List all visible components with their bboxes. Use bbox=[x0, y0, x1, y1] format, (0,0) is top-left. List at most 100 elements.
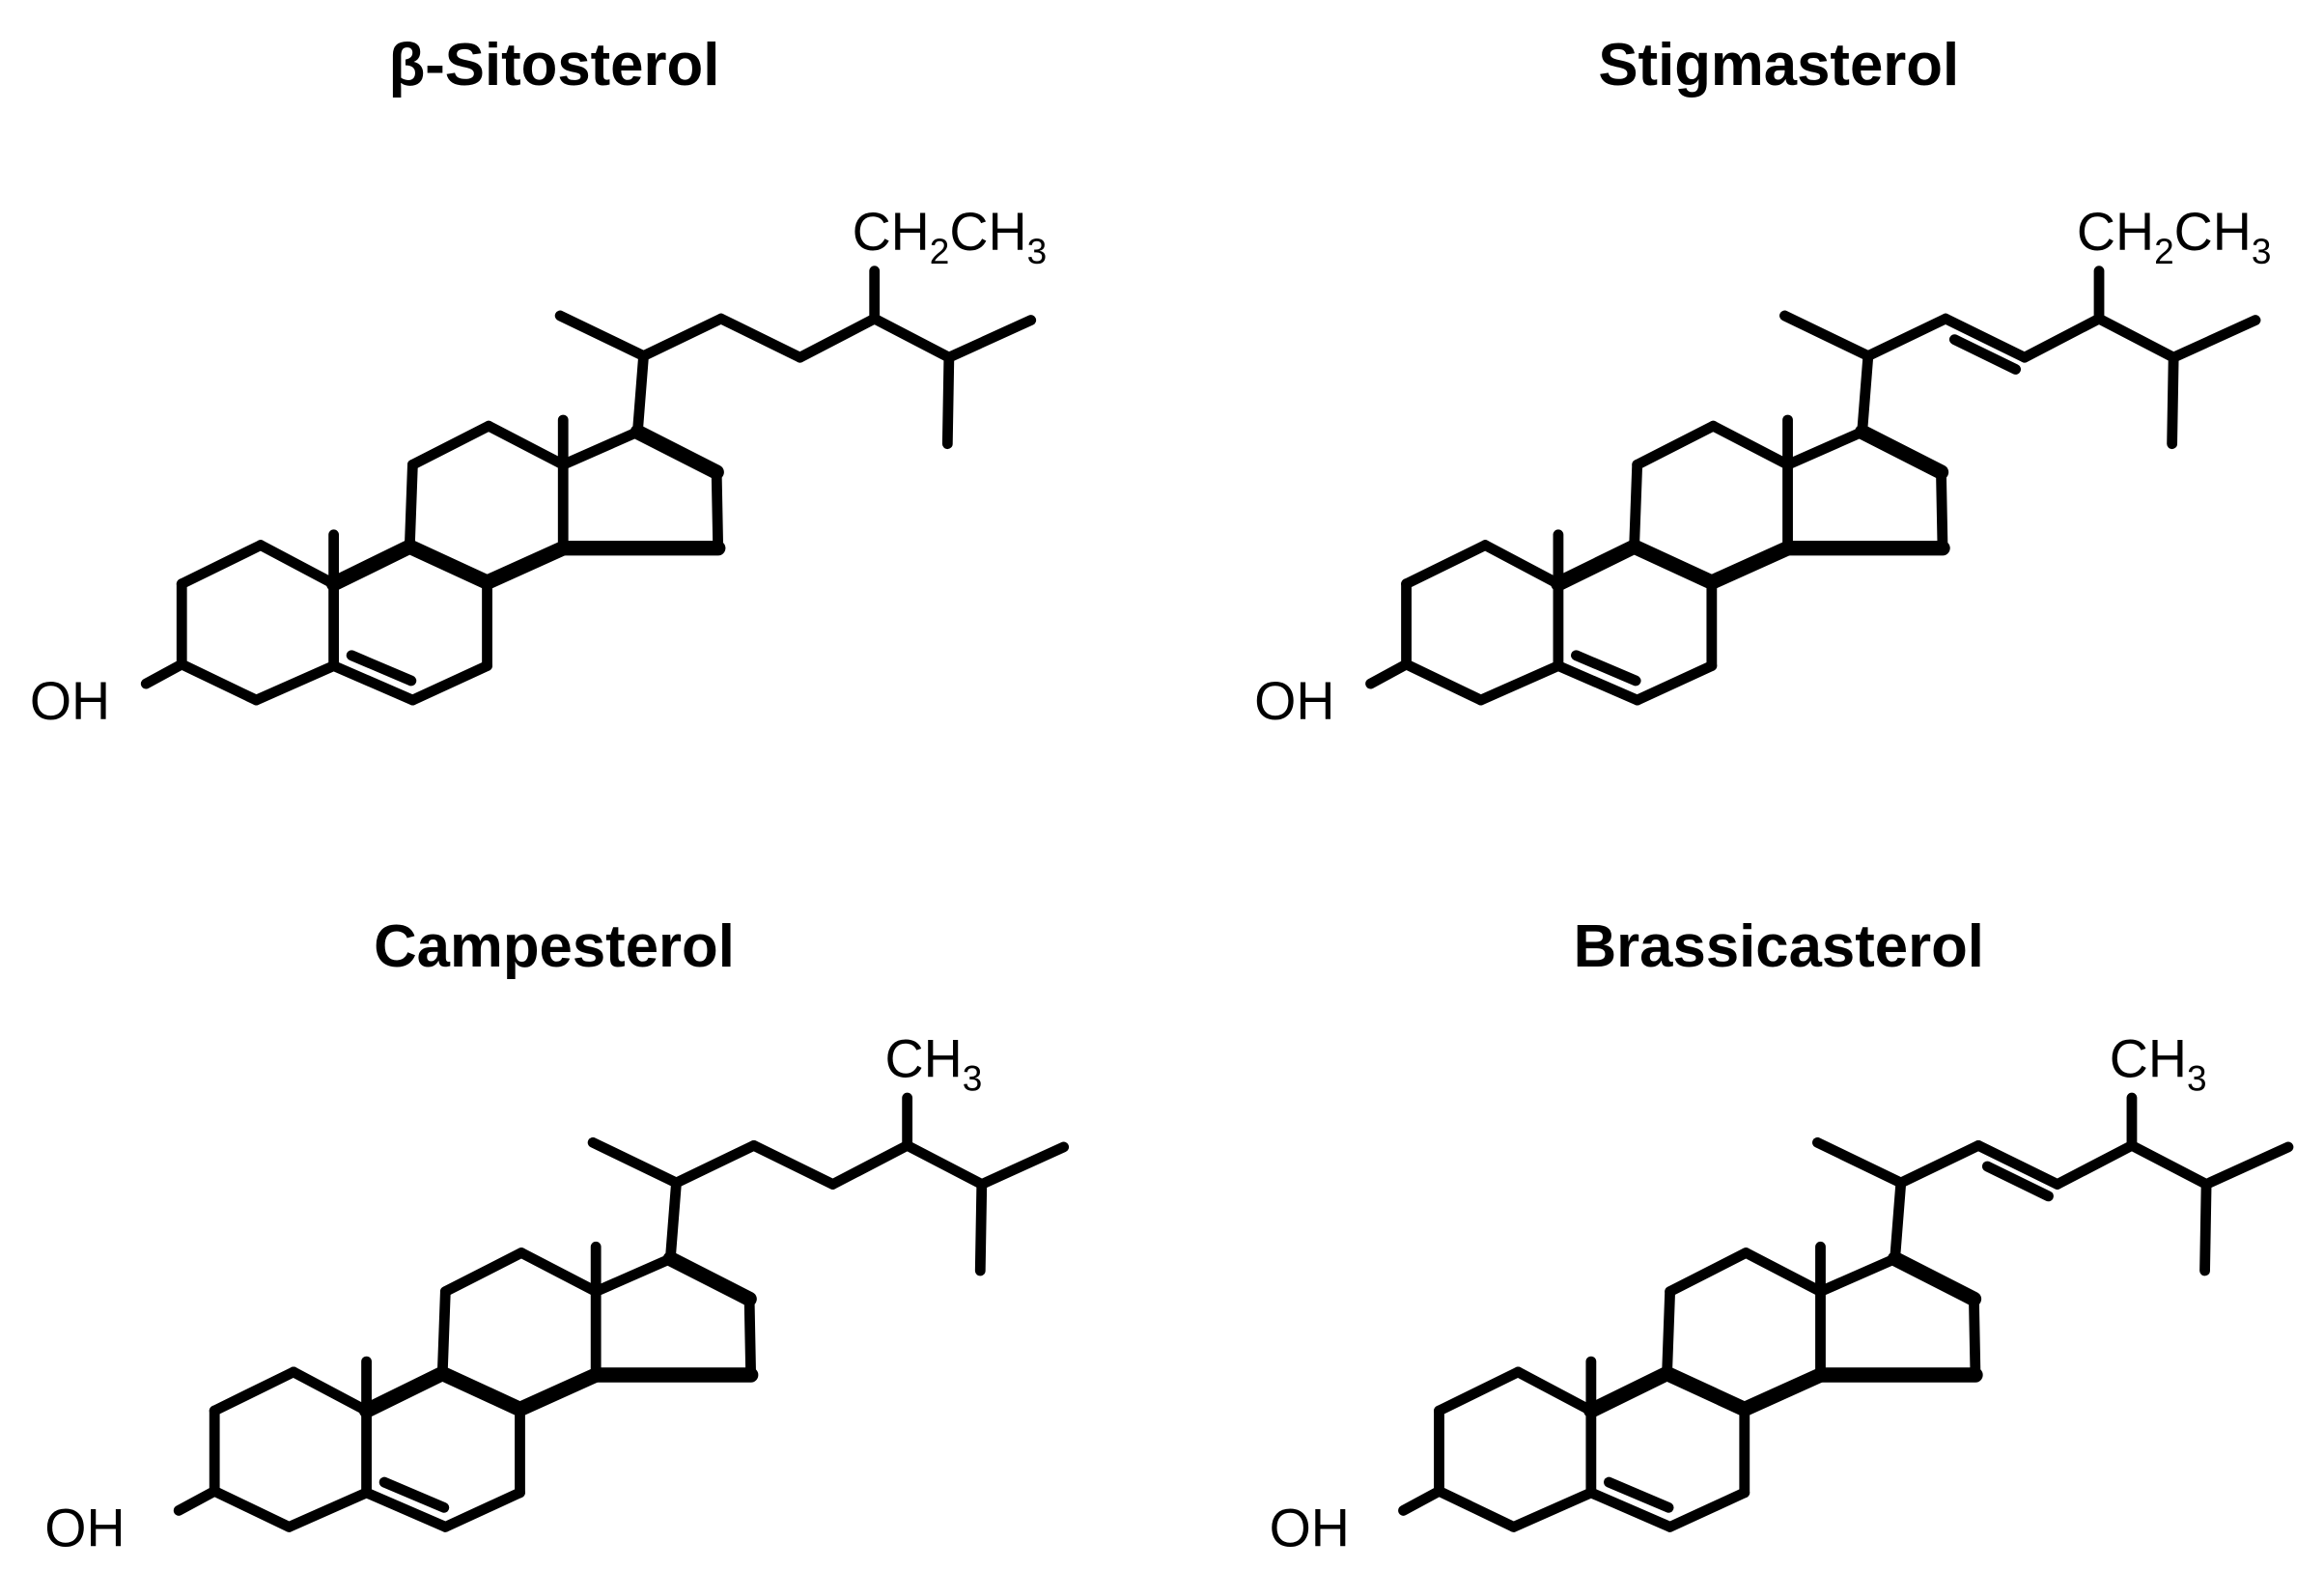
side-chain bbox=[554, 266, 1037, 450]
bond bbox=[402, 539, 495, 590]
bond bbox=[1973, 1139, 2063, 1190]
bond bbox=[743, 1293, 757, 1381]
substituent-label: CH3 bbox=[885, 1028, 983, 1098]
bond bbox=[283, 1487, 372, 1532]
bond bbox=[974, 1179, 988, 1276]
substituent-label: CH2CH3 bbox=[853, 202, 1048, 271]
bond bbox=[1854, 424, 1949, 480]
bond bbox=[795, 313, 881, 363]
molecule-title: Stigmasterol bbox=[1598, 32, 1959, 98]
molecule-title: Brassicasterol bbox=[1574, 913, 1984, 980]
bond bbox=[1895, 1139, 1984, 1189]
steroid-skeleton bbox=[1398, 1241, 1983, 1532]
bond bbox=[2126, 1139, 2212, 1190]
bond bbox=[361, 1487, 451, 1532]
bond bbox=[516, 1248, 602, 1298]
bond bbox=[1969, 1293, 1981, 1381]
bond bbox=[434, 1365, 528, 1417]
bond bbox=[2019, 313, 2105, 363]
side-chain bbox=[587, 1092, 1070, 1276]
bond bbox=[1632, 420, 1719, 470]
bond bbox=[1475, 660, 1564, 706]
bond bbox=[1508, 1487, 1597, 1532]
bond bbox=[2199, 1179, 2212, 1276]
bond bbox=[1665, 1487, 1750, 1532]
bond bbox=[1737, 1367, 1829, 1417]
bond bbox=[404, 459, 418, 552]
bond bbox=[1811, 1136, 1907, 1189]
bond bbox=[1479, 540, 1564, 590]
bond bbox=[631, 350, 649, 437]
bond bbox=[1551, 539, 1642, 592]
bond bbox=[590, 1253, 676, 1298]
bond bbox=[1662, 1286, 1676, 1379]
bond bbox=[715, 313, 805, 363]
bond bbox=[2167, 351, 2179, 450]
bond bbox=[1401, 540, 1491, 590]
substituent-label: CH2CH3 bbox=[2077, 202, 2272, 271]
bond bbox=[1665, 1248, 1751, 1298]
bond bbox=[358, 1365, 450, 1418]
bond bbox=[1434, 1366, 1524, 1416]
bond bbox=[1571, 650, 1641, 687]
bond bbox=[140, 659, 187, 689]
bond bbox=[664, 1177, 682, 1265]
steroid-skeleton bbox=[140, 414, 726, 706]
bond bbox=[554, 310, 649, 362]
bond bbox=[346, 650, 417, 687]
bond bbox=[2168, 315, 2261, 363]
bond bbox=[406, 420, 494, 470]
bond bbox=[512, 1367, 603, 1417]
bond bbox=[479, 540, 571, 590]
molecule-stigmasterol: Stigmasterol OH CH2CH3 bbox=[1254, 32, 2271, 731]
bond bbox=[943, 315, 1037, 363]
bond bbox=[328, 660, 418, 706]
bond bbox=[378, 1476, 450, 1513]
bond bbox=[176, 659, 262, 706]
bond bbox=[325, 539, 418, 592]
side-chain bbox=[1811, 1092, 2294, 1276]
hydroxyl-label: OH bbox=[44, 1498, 125, 1557]
bond bbox=[255, 540, 340, 590]
bond bbox=[662, 1250, 757, 1307]
bond bbox=[1583, 1365, 1675, 1418]
bond bbox=[1365, 659, 1412, 689]
bond bbox=[941, 351, 955, 450]
bond bbox=[1629, 459, 1643, 552]
bond bbox=[288, 1366, 372, 1416]
bond bbox=[1948, 334, 2022, 375]
bond bbox=[711, 466, 724, 554]
bond bbox=[827, 1139, 913, 1190]
bond bbox=[1626, 539, 1720, 590]
bond bbox=[1603, 1476, 1674, 1513]
steroid-skeleton bbox=[1365, 414, 1950, 706]
bond bbox=[1940, 313, 2030, 363]
bond bbox=[1815, 1253, 1901, 1298]
bond bbox=[1704, 540, 1796, 590]
bond bbox=[439, 1248, 527, 1298]
bond bbox=[1434, 1485, 1520, 1532]
hydroxyl-label: OH bbox=[1254, 671, 1334, 731]
hydroxyl-label: OH bbox=[30, 671, 110, 731]
bond bbox=[638, 313, 727, 362]
bond bbox=[630, 424, 724, 480]
bond bbox=[1981, 1161, 2054, 1202]
bond bbox=[176, 540, 266, 590]
bond bbox=[250, 660, 340, 706]
steroid-skeleton bbox=[173, 1241, 759, 1532]
bond bbox=[902, 1139, 988, 1190]
bond bbox=[209, 1485, 294, 1532]
bond bbox=[1782, 426, 1868, 470]
side-chain bbox=[1779, 266, 2261, 450]
substituent-label: CH3 bbox=[2110, 1028, 2207, 1098]
bond bbox=[1936, 466, 1948, 554]
bond bbox=[1398, 1485, 1444, 1516]
molecule-title: Campesterol bbox=[374, 913, 735, 980]
molecule-title: β-Sitosterol bbox=[389, 32, 720, 98]
bond bbox=[748, 1139, 838, 1190]
bond bbox=[1887, 1250, 1982, 1307]
bond bbox=[1401, 659, 1487, 706]
bond bbox=[671, 1139, 760, 1189]
molecule-campesterol: Campesterol OH CH3 bbox=[44, 913, 1070, 1557]
